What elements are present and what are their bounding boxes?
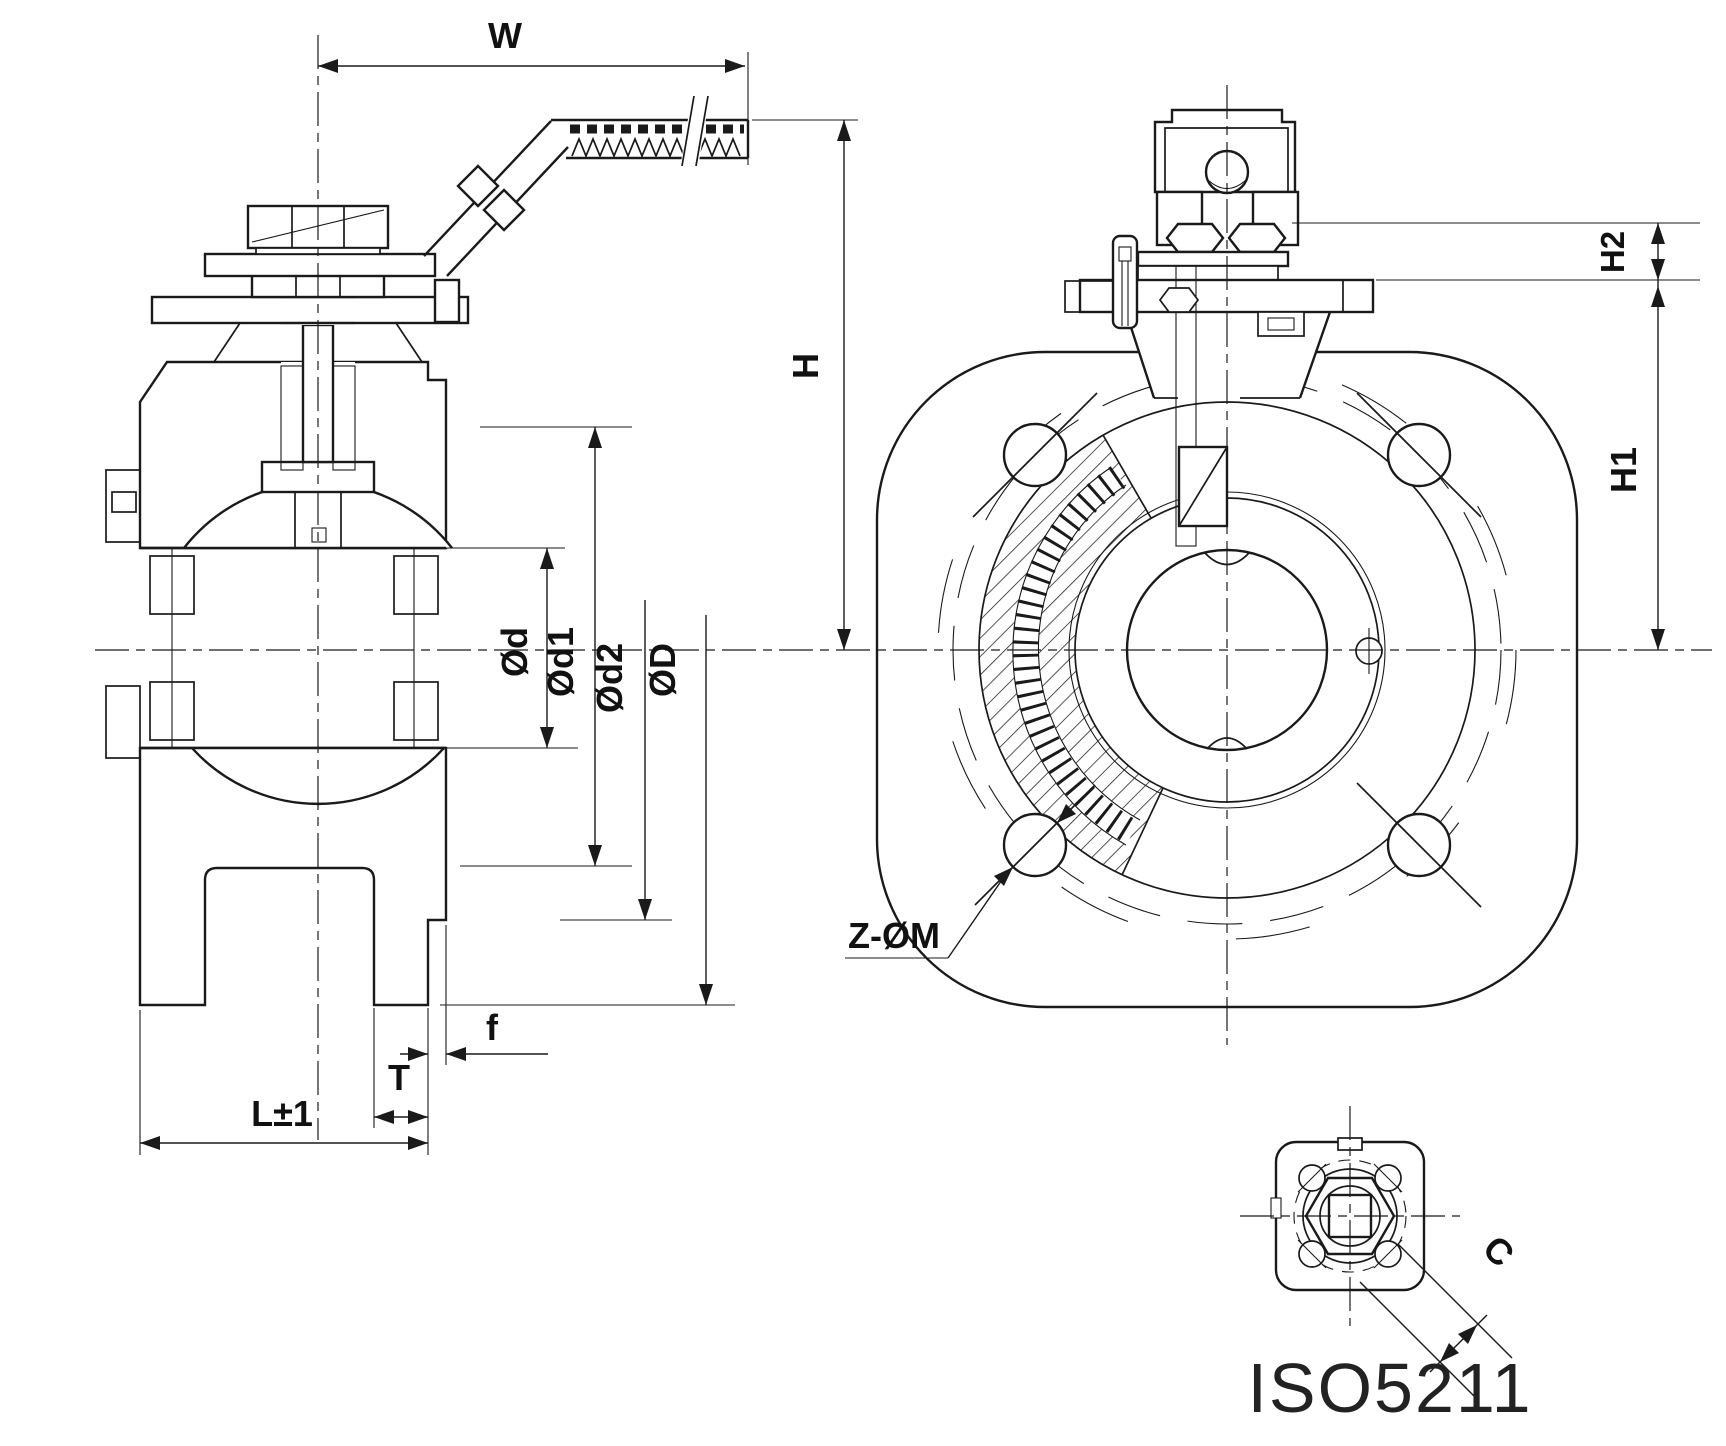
serration-border [1037, 484, 1141, 821]
grip-break-mark [681, 95, 695, 167]
dim-label-dd: ØD [642, 643, 683, 697]
dim-label-l: L±1 [251, 1093, 313, 1134]
section-view [105, 94, 750, 1007]
dim-label-w: W [488, 15, 522, 56]
gland-nut-front [1165, 222, 1225, 254]
stem-section-strip [1175, 265, 1197, 547]
dimensions: W H Ød Ød1 Ød2 ØD [139, 15, 1700, 1397]
ball-lower-cap [192, 748, 444, 804]
dim-label-d2: Ød2 [589, 643, 630, 713]
dim-label-h1: H1 [1603, 447, 1644, 493]
bolt-hole-slash [1356, 782, 1482, 908]
bonnet-cone-line [395, 322, 423, 363]
serration-band-bg [1012, 468, 1140, 845]
dim-label-d1: Ød1 [540, 627, 581, 697]
handle-hub [203, 252, 437, 278]
handle-lock-tab-inner [1118, 246, 1132, 262]
flange-section-hatch [978, 435, 1163, 875]
dim-label-t: T [388, 1057, 410, 1098]
neck-line [1298, 311, 1332, 399]
valve-body-upper-section [138, 360, 448, 550]
grip-break-gap [680, 94, 710, 168]
stem-packing [280, 365, 304, 471]
grip-knurl-zigzag [571, 136, 741, 159]
stem-packing [332, 365, 356, 471]
stem-square-diagonal [1178, 446, 1228, 527]
bolt-hole-slash [1356, 392, 1482, 518]
dim-label-h2: H2 [1594, 231, 1631, 273]
dim-label-c: C [1475, 1227, 1522, 1274]
gland-plate [1137, 265, 1279, 281]
valve-body-lower-section [138, 746, 448, 1007]
bonnet-cone-line [213, 322, 241, 363]
plate-under-block [1257, 311, 1305, 337]
retainer-bolt [111, 491, 137, 513]
iso-pad-side-notch [1270, 1197, 1282, 1219]
bolt-hole-slash [972, 392, 1098, 518]
gland-washer [1136, 250, 1290, 268]
dim-label-f: f [486, 1007, 499, 1048]
lever-adjuster-diamond [456, 164, 500, 208]
iso-corner-holes [1297, 1163, 1403, 1269]
grip-break-mark [695, 95, 709, 167]
iso5211-detail [1270, 1137, 1426, 1292]
bolt-hole-slash [974, 784, 1096, 906]
section-edge [1121, 787, 1164, 876]
dim-label-d: Ød [494, 627, 535, 677]
seat-ring-section [393, 555, 439, 615]
seat-ring-section [393, 681, 439, 741]
plate-under-block-inner [1267, 317, 1295, 331]
serration-border [1012, 467, 1127, 846]
seat-retainer [105, 685, 141, 759]
dim-label-h: H [785, 353, 826, 379]
stem-key [311, 527, 327, 543]
bolt-holes [972, 392, 1482, 908]
iso-hole-slash [1373, 1163, 1403, 1193]
iso-hole-slash [1297, 1163, 1327, 1193]
gland-nut-front [1227, 222, 1287, 254]
iso-hole-slash [1373, 1239, 1403, 1269]
handle-lever[interactable] [423, 94, 750, 277]
plate-left-section [1064, 280, 1114, 313]
iso-hole-slash [1297, 1239, 1327, 1269]
iso5211-caption: ISO5211 [1247, 1349, 1532, 1427]
handle-lock-tab [1111, 234, 1139, 330]
stem-gland-hex [1158, 287, 1200, 313]
seat-retainer [105, 469, 141, 543]
lever-adjuster-diamond [482, 188, 526, 232]
iso-bolt-circle [1293, 1159, 1407, 1273]
dim-label-zm: Z-ØM [848, 915, 940, 956]
handle-stop-block [433, 278, 461, 324]
section-edge [1102, 434, 1152, 519]
